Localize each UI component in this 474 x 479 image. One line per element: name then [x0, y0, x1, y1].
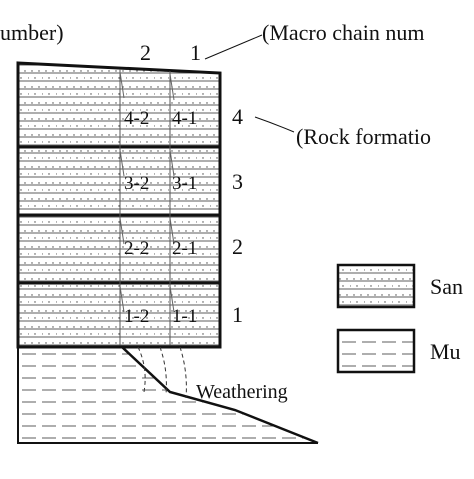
top-left-fragment-label: umber) — [0, 20, 64, 45]
rock-column — [16, 61, 222, 349]
column-number-1: 1 — [190, 40, 201, 65]
cell-label-2-1: 2-1 — [172, 238, 197, 259]
macro-chain-leader — [204, 34, 263, 60]
row-number-1: 1 — [232, 302, 243, 327]
column-number-2: 2 — [140, 40, 151, 65]
weathering-surface — [121, 346, 319, 445]
legend-mudstone-swatch — [336, 328, 416, 374]
cell-label-1-2: 1-2 — [124, 306, 149, 327]
weathering-label: Weathering — [196, 381, 288, 403]
legend-sandstone-swatch — [336, 263, 416, 309]
row-number-3: 3 — [232, 169, 243, 194]
cell-label-4-2: 4-2 — [124, 108, 149, 129]
macro-chain-label: (Macro chain num — [262, 20, 425, 45]
weathering-cracks — [137, 346, 187, 399]
cell-label-1-1: 1-1 — [172, 306, 197, 327]
rock-formation-label: (Rock formatio — [296, 124, 431, 149]
cell-label-2-2: 2-2 — [124, 238, 149, 259]
rock-formation-leader — [254, 116, 295, 133]
legend: San Mu — [336, 263, 463, 374]
legend-mudstone-label: Mu — [430, 339, 461, 364]
row-number-2: 2 — [232, 234, 243, 259]
cell-label-4-1: 4-1 — [172, 108, 197, 129]
cell-label-3-2: 3-2 — [124, 173, 149, 194]
row-number-4: 4 — [232, 104, 243, 129]
weathering-zone — [17, 345, 319, 445]
legend-sandstone-label: San — [430, 274, 463, 299]
cell-label-3-1: 3-1 — [172, 173, 197, 194]
